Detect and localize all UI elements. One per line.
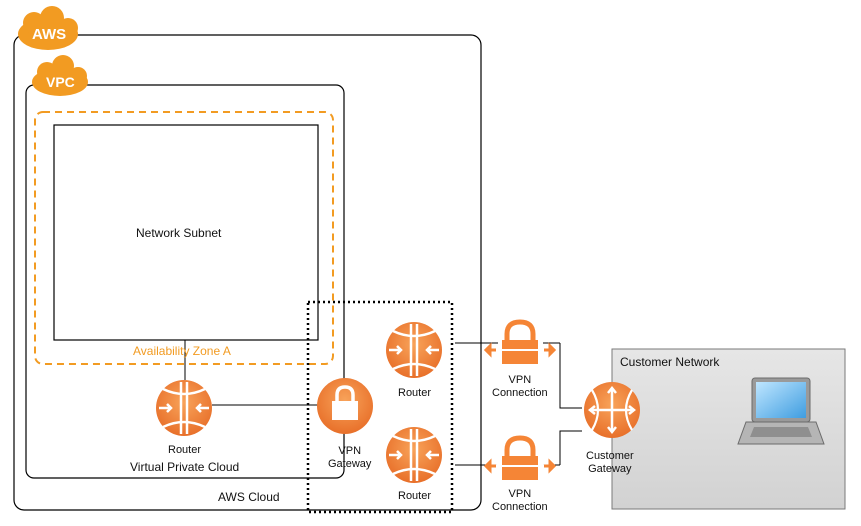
vpn-connection-top-label: VPN Connection	[492, 374, 548, 399]
network-subnet-label: Network Subnet	[136, 226, 222, 240]
laptop-icon	[737, 377, 825, 445]
customer-gateway-icon	[582, 380, 642, 440]
aws-cloud-label: AWS Cloud	[218, 490, 280, 504]
lock-icon	[486, 438, 554, 480]
vpc-boundary	[25, 84, 345, 479]
vpc-router-label: Router	[168, 444, 202, 456]
vpn-gateway-icon	[317, 378, 373, 434]
customer-gateway-label: Customer Gateway	[586, 450, 634, 475]
edge-router-top-label: Router	[398, 387, 432, 399]
router-icon	[154, 378, 214, 438]
edge-router-bottom-label: Router	[398, 490, 432, 502]
router-icon	[384, 425, 444, 485]
availability-zone-label: Availability Zone A	[133, 344, 231, 358]
aws-cloud-boundary	[13, 34, 482, 511]
aws-badge-text: AWS	[32, 26, 67, 43]
vpc-badge-cloud	[32, 55, 88, 96]
vpn-connection-bottom-label: VPN Connection	[492, 488, 548, 513]
vpn-group-boundary	[306, 300, 454, 514]
availability-zone-boundary	[34, 111, 334, 365]
router-icon	[384, 320, 444, 380]
customer-network-label: Customer Network	[620, 355, 720, 369]
aws-badge-cloud	[18, 6, 78, 50]
vpc-label: Virtual Private Cloud	[130, 460, 240, 474]
vpc-badge-text: VPC	[46, 74, 75, 90]
vpn-gateway-label: VPN Gateway	[328, 445, 372, 470]
network-subnet-box	[53, 124, 319, 341]
